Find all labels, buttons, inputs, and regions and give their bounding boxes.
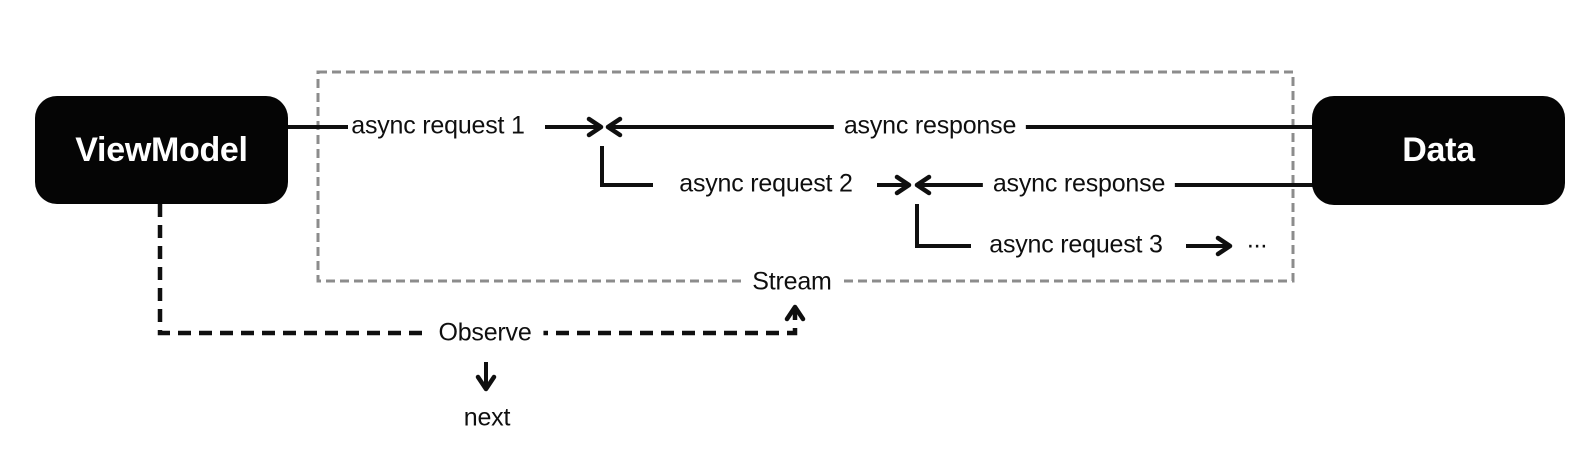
observe-label: Observe [426,317,544,349]
async-response-2-label: async response [982,168,1176,200]
async-request-3-label: async request 3 [989,230,1163,259]
request1-to-request2-elbow [600,146,653,187]
data-node-label: Data [1402,131,1475,169]
async-response-1-label: async response [833,110,1027,142]
async-request-2-label: async request 2 [679,169,853,198]
data-node: Data [1312,96,1565,205]
async-request-1-label: async request 1 [351,111,525,140]
viewmodel-node: ViewModel [35,96,288,204]
continuation-ellipsis: ... [1246,225,1268,254]
request2-to-request3-elbow [915,204,971,248]
next-label: next [463,403,511,432]
stream-label: Stream [742,266,842,298]
observe-subscription-path [157,204,806,336]
viewmodel-node-label: ViewModel [75,130,248,169]
